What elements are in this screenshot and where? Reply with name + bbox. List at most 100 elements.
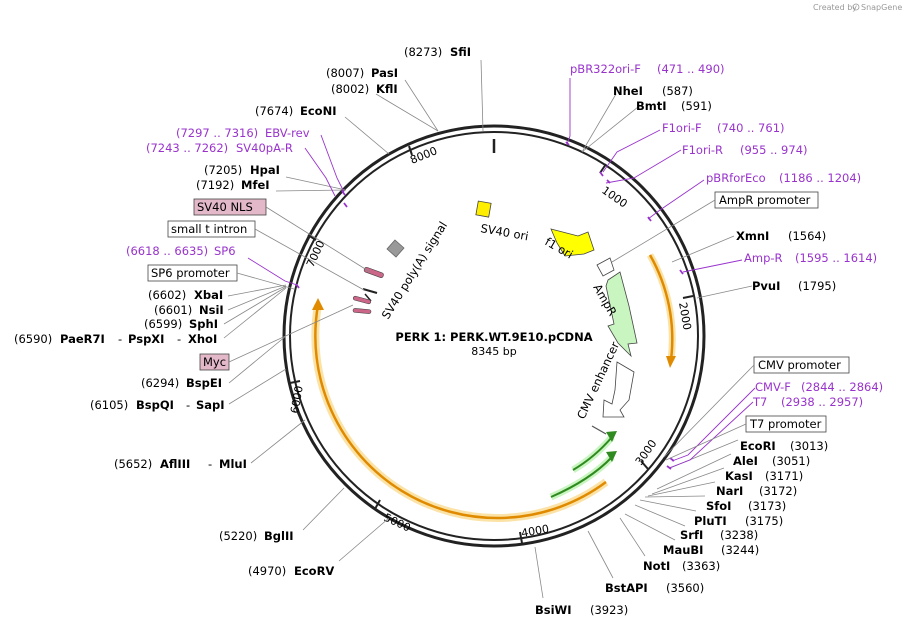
ecorv-name: EcoRV: [294, 564, 334, 578]
mfei-name: MfeI: [241, 178, 270, 192]
green-arrow-1: [550, 456, 613, 498]
small-t-intron-label: small t intron: [171, 222, 247, 236]
nhei-pos: (587): [662, 84, 693, 98]
sv40-nls-mark: [363, 266, 384, 278]
tick-label-2000: 2000: [676, 301, 694, 331]
sp6-range: (6618 .. 6635): [126, 244, 208, 258]
bmti-pos: (591): [681, 99, 712, 113]
nhei-name: NheI: [613, 84, 643, 98]
pbr322ori-f-name: pBR322ori-F: [570, 62, 641, 76]
noti-pos: (3363): [682, 559, 720, 573]
green-arrow-1-head-icon: [606, 451, 617, 462]
paer7i-sep-2: -: [177, 332, 181, 346]
f1ori-f-range: (740 .. 761): [717, 121, 785, 135]
pvui-pos: (1795): [798, 279, 836, 293]
kasi-name: KasI: [725, 469, 753, 483]
myc-tag-mark-2: [352, 308, 372, 314]
t7-name: T7: [752, 395, 767, 409]
cmv-promoter-label: CMV promoter: [758, 358, 841, 372]
cmv-enhancer-arrow: [602, 361, 635, 418]
xhoi-name: XhoI: [188, 332, 217, 346]
bsiwi-pos: (3923): [590, 603, 628, 617]
ampr-promoter-arrow: [596, 257, 615, 277]
backbone-outer-ring: [282, 124, 706, 548]
myc-leader: [228, 304, 354, 363]
kfli-name: KflI: [376, 82, 398, 96]
pbrforeco-range: (1186 .. 1204): [779, 171, 861, 185]
pluti-name: PluTI: [694, 514, 727, 528]
f1-ori-arrow: [550, 228, 595, 257]
tick-label-4000: 4000: [520, 522, 550, 540]
sv40pa-r-range: (7243 .. 7262): [146, 141, 228, 155]
sv40-nls-leader: [265, 206, 371, 273]
enzyme-leader-lines: [223, 59, 753, 599]
f1ori-r-name: F1ori-R: [682, 143, 723, 157]
ecori-name: EcoRI: [740, 439, 776, 453]
sphi-pos: (6599): [144, 317, 182, 331]
noti-name: NotI: [643, 559, 670, 573]
sp6-promoter-label: SP6 promoter: [151, 266, 230, 280]
t7-promoter-label: T7 promoter: [749, 417, 822, 431]
econi-name: EcoNI: [300, 104, 336, 118]
pbrforeco-name: pBRforEco: [706, 171, 766, 185]
ampr-cds-arrow: [605, 271, 638, 358]
orf-ampr-arrowhead-icon: [666, 356, 676, 368]
amp-r-range: (1595 .. 1614): [795, 251, 877, 265]
nari-pos: (3172): [759, 484, 797, 498]
pspxi-name: PspXI: [128, 332, 164, 346]
orf-perk-arrowhead-icon: [312, 298, 324, 310]
cmv-promoter-leader: [663, 364, 755, 458]
afliii-name: AflIII: [160, 457, 190, 471]
bspei-name: BspEI: [186, 376, 222, 390]
f1ori-r-range: (955 .. 974): [740, 143, 808, 157]
green-arrow-2-head-icon: [606, 431, 617, 442]
tick-label-1000: 1000: [599, 184, 629, 211]
xmni-pos: (1564): [788, 229, 826, 243]
ecori-pos: (3013): [790, 439, 828, 453]
maubi-pos: (3244): [721, 543, 759, 557]
ebv-rev-range: (7297 .. 7316): [176, 126, 258, 140]
map-length: 8345 bp: [471, 345, 516, 358]
xbai-pos: (6602): [148, 288, 186, 302]
kasi-pos: (3171): [765, 469, 803, 483]
snapgene-logo-icon: [852, 3, 860, 11]
ampr-promoter-leader: [611, 199, 716, 263]
mfei-pos: (7192): [196, 178, 234, 192]
bstapi-name: BstAPI: [605, 581, 648, 595]
ampr-promoter-label: AmpR promoter: [719, 193, 811, 207]
ebv-rev-name: EBV-rev: [265, 126, 310, 140]
maubi-name: MauBI: [663, 543, 703, 557]
hpai-pos: (7205): [204, 163, 242, 177]
sv40-ori-label: SV40 ori: [479, 221, 529, 243]
tick-label-8000: 8000: [408, 144, 439, 167]
alei-name: AleI: [733, 454, 758, 468]
sfoi-name: SfoI: [706, 499, 731, 513]
t7-promoter-leader: [665, 423, 747, 461]
bspei-pos: (6294): [141, 376, 179, 390]
afliii-pos: (5652): [114, 457, 152, 471]
srfi-pos: (3238): [720, 528, 758, 542]
paer7i-pos: (6590): [14, 332, 52, 346]
sp6-name: SP6: [214, 244, 236, 258]
pasi-name: PasI: [371, 66, 398, 80]
sfii-name: SfiI: [450, 45, 471, 59]
bglii-pos: (5220): [219, 529, 257, 543]
amp-r-name: Amp-R: [744, 251, 783, 265]
bspqi-pos: (6105): [90, 398, 128, 412]
sphi-name: SphI: [189, 317, 218, 331]
snapgene-credit: Created by SnapGene: [813, 3, 902, 12]
primer-leader-lines: [247, 78, 756, 469]
pluti-pos: (3175): [745, 514, 783, 528]
paer7i-name: PaeR7I: [60, 332, 105, 346]
f1ori-f-name: F1ori-F: [662, 121, 702, 135]
nari-name: NarI: [716, 484, 743, 498]
alei-pos: (3051): [772, 454, 810, 468]
afliii-sep: -: [208, 457, 212, 471]
xbai-name: XbaI: [194, 288, 223, 302]
green-arrow-2: [572, 436, 613, 471]
sv40pa-r-name: SV40pA-R: [236, 141, 293, 155]
cmv-f-range: (2844 .. 2864): [801, 380, 883, 394]
cmv-f-name: CMV-F: [755, 380, 791, 394]
primer-site-marks: [295, 141, 684, 470]
xmni-name: XmnI: [736, 229, 769, 243]
